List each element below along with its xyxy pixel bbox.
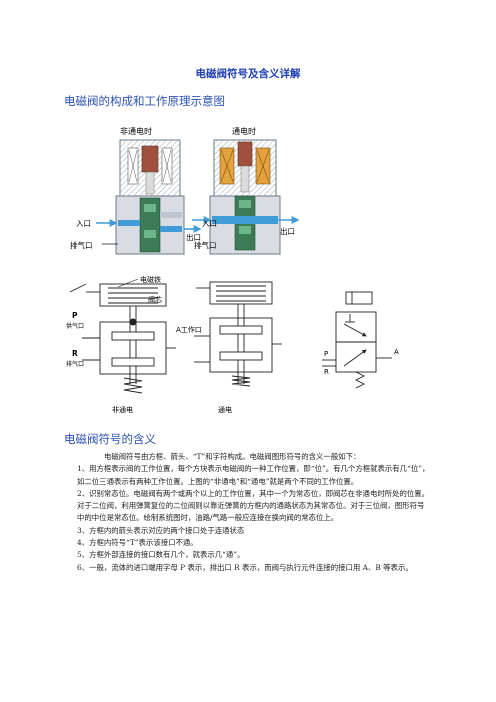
label-p-letter: P	[72, 311, 78, 320]
symbol-label-p: P	[324, 350, 328, 358]
document-title: 电磁阀符号及含义详解	[195, 68, 301, 80]
label-a-port: A工作口	[176, 325, 202, 334]
caption-schematic-on: 通电	[218, 405, 232, 414]
label-r-letter: R	[72, 349, 78, 358]
section-heading-meaning: 电磁阀符号的含义	[64, 432, 156, 446]
symbol-label-a: A	[394, 348, 399, 356]
paragraph-intro: 电磁阀符号由方框、箭头、“T”和字符构成。电磁阀图形符号的含义一般如下：	[104, 452, 361, 461]
label-r-text: 排气口	[66, 360, 84, 368]
symbol-label-r: R	[324, 368, 329, 376]
paragraph-item-3: 3、方框内的箭头表示对应的两个接口处于连通状态	[77, 525, 245, 535]
meaning-body-text: 电磁阀符号由方框、箭头、“T”和字符构成。电磁阀图形符号的含义一般如下： 1、用…	[77, 451, 430, 574]
label-outlet-off: 出口	[186, 232, 201, 242]
valve-illustration-off: 非通电时 入口 出口 排气口	[70, 126, 202, 255]
paragraph-item-2: 2、识别常态位。电磁阀有两个或两个以上的工作位置，其中一个为常态位，即阀芯在非通…	[77, 488, 430, 523]
paragraph-item-5: 5、方框外部连接的接口数有几个，就表示几“通”。	[77, 550, 245, 560]
caption-schematic-off: 非通电	[112, 405, 133, 414]
valve-graphic-symbol	[322, 291, 392, 389]
valve-schematic-off	[69, 283, 176, 394]
paragraph-item-6: 6、一般，流体的进口端用字母 P 表示，排出口 R 表示，而阀与执行元件连接的接…	[77, 562, 413, 572]
paragraph-item-4: 4、方框内符号“T”表示该接口不通。	[77, 538, 198, 548]
label-solenoid: 电磁铁	[140, 275, 161, 284]
section-heading-structure: 电磁阀的构成和工作原理示意图	[64, 94, 225, 108]
label-exhaust-off: 排气口	[70, 240, 93, 250]
caption-on: 通电时	[232, 126, 256, 136]
label-spool: 阀芯	[148, 295, 162, 304]
label-outlet-on: 出口	[280, 226, 295, 236]
valve-illustration-on: 通电时 入口 出口 排气口	[192, 126, 300, 255]
caption-off: 非通电时	[120, 126, 152, 136]
label-exhaust-on: 排气口	[194, 240, 217, 250]
solenoid-valve-figure: 非通电时 入口 出口 排气口	[66, 126, 399, 414]
valve-schematic-on	[194, 281, 282, 387]
label-inlet-off: 入口	[76, 219, 91, 228]
label-inlet-on: 入口	[202, 219, 217, 228]
label-p-text: 供气口	[66, 322, 84, 330]
paragraph-item-1: 1、用方框表示阀的工作位置，每个方块表示电磁阀的一种工作位置，即“位”。有几个方…	[77, 464, 430, 486]
